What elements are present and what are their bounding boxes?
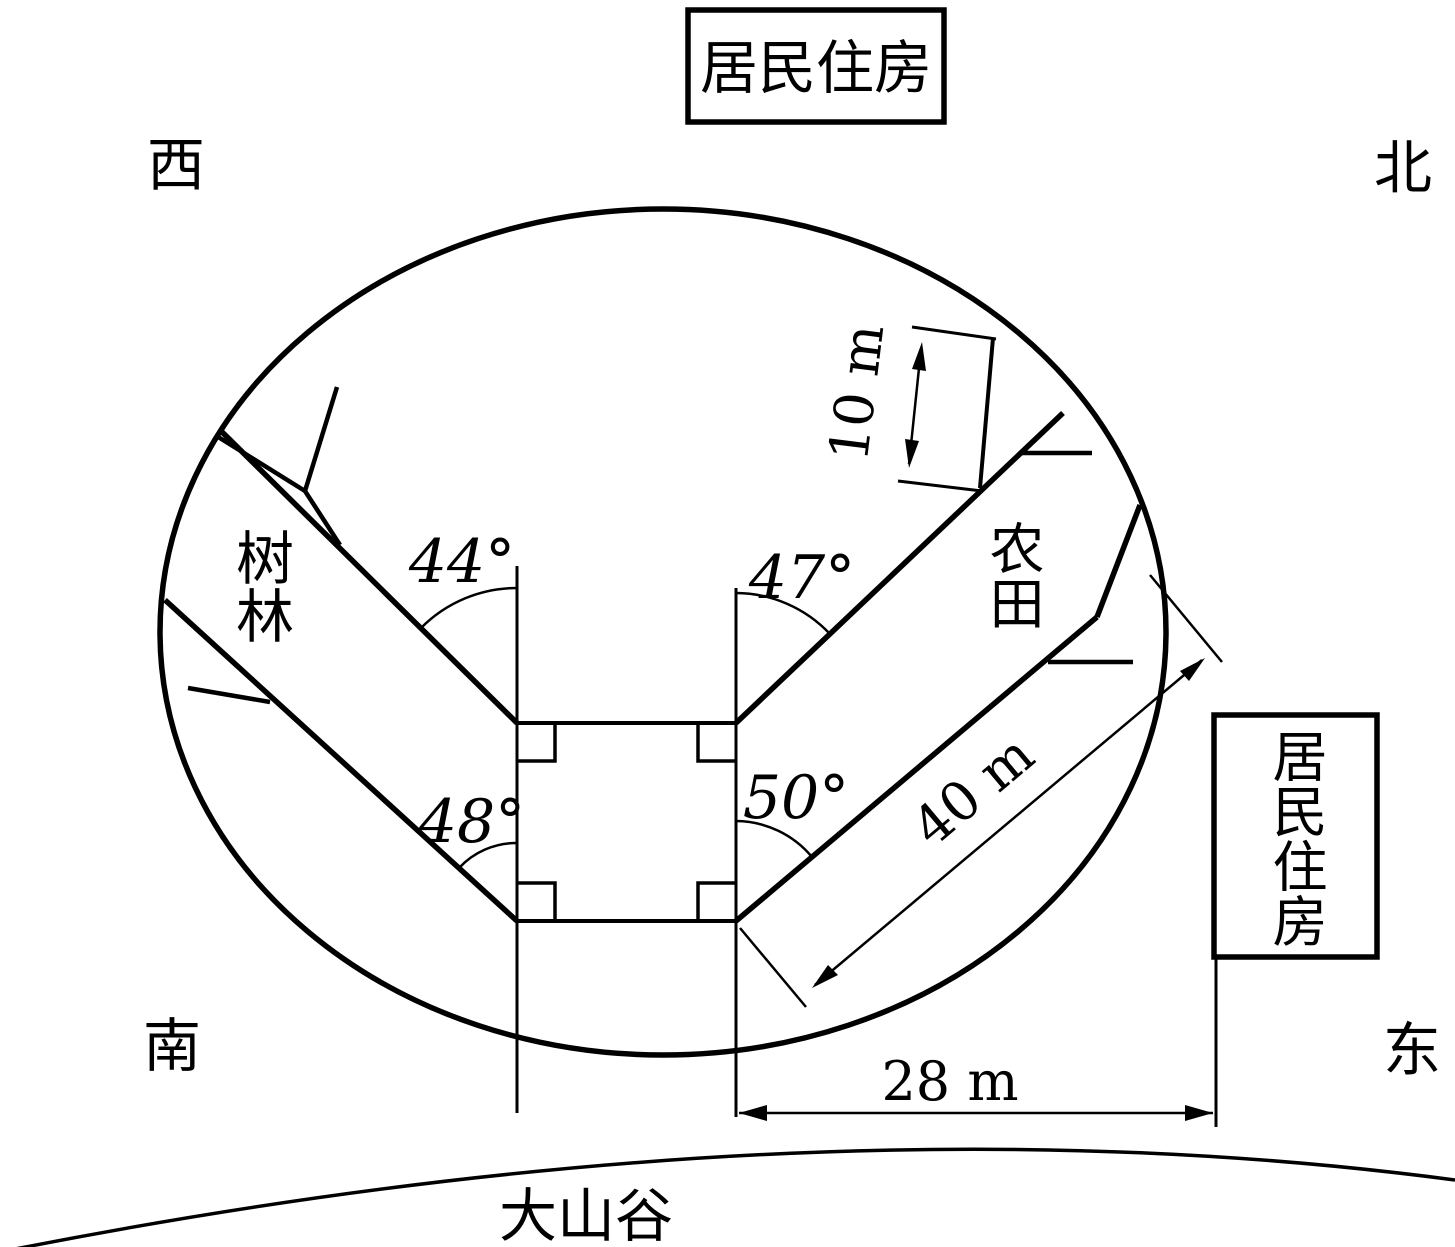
dim40-arrowhead-lower-icon [812,965,838,988]
dim40-arrowhead-upper-icon [1180,658,1205,681]
valley-curve [16,1147,1455,1247]
angle-48-label: 48° [418,787,525,857]
right-housing-box [1211,712,1380,960]
dim40-label: 40 m [900,723,1046,859]
arc-48 [458,841,518,869]
dim10-label: 10 m [817,321,896,465]
dim10-cap-bottom [897,479,983,493]
slope-line-47 [734,411,1065,725]
dim40-tick-upper [1149,574,1223,663]
dim10-cap-top [911,325,997,341]
dim28-label: 28 m [881,1050,1018,1113]
arc-47 [735,591,831,635]
angle-47-label: 47° [748,543,855,613]
right-angle-mark-bottom-left [517,881,557,921]
right-angle-mark-bottom-right [696,881,736,921]
top-housing-label: 居民住房 [700,34,932,102]
dim40-arrow-line [814,659,1203,986]
right-angle-mark-top-left [517,723,557,763]
compass-south-label: 南 [143,1012,201,1080]
slope-line-50 [734,614,1099,924]
right-housing-label: 居民住房 [1263,728,1327,948]
top-housing-box [685,7,947,125]
compass-east-label: 东 [1383,1016,1441,1084]
forest-hatch-lower [187,685,271,705]
farmland-strip-end-segment [978,337,995,489]
slope-50-boundary-segment [1094,504,1143,618]
right-angle-mark-top-right [696,723,736,763]
forest-label: 树林 [226,528,294,644]
dim40-tick-lower [739,927,807,1008]
valley-label: 大山谷 [499,1182,673,1247]
dim10-arrowhead-down-icon [905,439,919,468]
dim28-arrowhead-left-icon [739,1105,767,1121]
farmland-label: 农田 [980,520,1044,630]
dim10-arrowhead-up-icon [912,342,926,371]
dim28-arrowhead-right-icon [1185,1105,1213,1121]
arc-50 [735,819,813,858]
slope-line-48 [163,597,519,924]
compass-west-label: 西 [147,131,205,199]
angle-50-label: 50° [743,763,849,833]
forest-branch [302,386,340,492]
angle-44-label: 44° [408,527,515,597]
slope-line-44 [218,428,519,725]
compass-north-label: 北 [1374,134,1432,202]
mountain-outline [157,206,1169,1058]
arc-44 [420,586,518,629]
